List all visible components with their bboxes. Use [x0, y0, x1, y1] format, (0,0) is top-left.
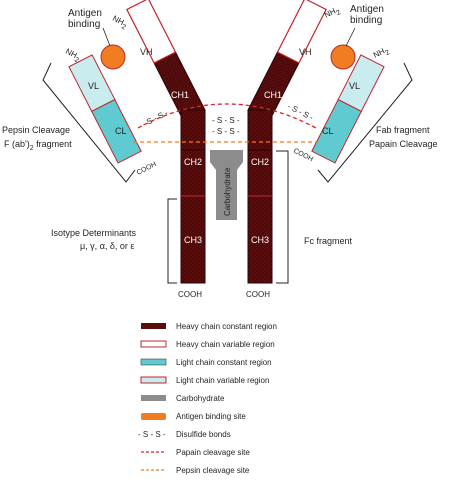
right-vh-region	[276, 0, 327, 64]
legend-label: Light chain constant region	[176, 358, 272, 367]
isotype-label-line1: Isotype Determinants	[51, 228, 137, 238]
left-ch2-label: CH2	[184, 157, 202, 167]
nh2-label: NH2	[323, 5, 342, 23]
fab-label-line1: Fab fragment	[376, 125, 430, 135]
legend-swatch-light-variable	[140, 376, 167, 384]
left-antigen-pointer	[102, 27, 111, 47]
legend-label: Pepsin cleavage site	[176, 466, 250, 475]
left-antigen-label-line2: binding	[68, 19, 100, 30]
isotype-label-line2: μ, γ, α, δ, or ε	[80, 241, 134, 251]
hinge-disulfide-bond-upper: - S - S -	[212, 116, 240, 125]
legend-swatch-light-constant	[140, 358, 167, 366]
right-antigen-label-line2: binding	[350, 15, 382, 26]
right-antigen-label-line1: Antigen	[350, 4, 384, 15]
fc-label: Fc fragment	[304, 236, 353, 246]
right-antigen-pointer	[345, 27, 356, 47]
right-vh-label: VH	[299, 47, 312, 57]
nh2-label: NH2	[110, 14, 129, 32]
left-cl-label: CL	[115, 126, 127, 136]
left-disulfide-bond: - S - S -	[141, 108, 170, 129]
right-ch1-label: CH1	[264, 90, 282, 100]
left-ch1-label: CH1	[171, 90, 189, 100]
right-ch2-label: CH2	[251, 157, 269, 167]
left-stem-cooh: COOH	[178, 290, 202, 299]
legend-swatch-carbohydrate	[141, 395, 166, 401]
legend-label: Heavy chain constant region	[176, 322, 277, 331]
left-hinge	[180, 109, 206, 151]
left-antigen-label-line1: Antigen	[68, 8, 102, 19]
pepsin-label-line1: Pepsin Cleavage	[2, 125, 70, 135]
right-disulfide-bond: - S - S -	[286, 102, 315, 123]
right-stem-cooh: COOH	[246, 290, 270, 299]
left-light-cooh: COOH	[136, 161, 158, 177]
legend-swatch-heavy-variable	[140, 340, 167, 348]
pepsin-label-line2: F (ab')2 fragment	[4, 139, 72, 152]
legend-label: Light chain variable region	[176, 376, 269, 385]
left-vl-label: VL	[88, 81, 99, 91]
papain-cleavage-line	[137, 103, 317, 129]
carbohydrate-block	[210, 150, 243, 220]
hinge-disulfide-bond-lower: - S - S -	[212, 127, 240, 136]
right-antigen-icon	[330, 44, 356, 70]
fab-fragment-bracket	[317, 62, 413, 183]
pepsin-fragment-bracket	[42, 62, 136, 183]
right-ch3-label: CH3	[251, 235, 269, 245]
legend-label: Carbohydrate	[176, 394, 225, 403]
legend-label: Papain cleavage site	[176, 448, 250, 457]
left-vl-region	[68, 54, 116, 112]
legend: Heavy chain constant region Heavy chain …	[138, 322, 277, 475]
legend-swatch-antigen	[141, 413, 166, 420]
isotype-bracket	[167, 198, 177, 284]
legend-label: Disulfide bonds	[176, 430, 231, 439]
nh2-label: NH2	[372, 45, 391, 63]
fab-label-line2: Papain Cleavage	[369, 139, 438, 149]
left-heavy-constant-stem	[180, 149, 206, 284]
legend-disulfide-symbol: - S - S -	[138, 430, 166, 439]
legend-label: Antigen binding site	[176, 412, 246, 421]
carbohydrate-label: Carbohydrate	[223, 167, 232, 216]
right-cl-label: CL	[322, 126, 334, 136]
left-antigen-icon	[100, 44, 126, 70]
fc-bracket	[276, 150, 289, 284]
right-vl-region	[337, 54, 385, 112]
legend-label: Heavy chain variable region	[176, 340, 275, 349]
right-light-cooh: COOH	[292, 148, 314, 164]
left-ch3-label: CH3	[184, 235, 202, 245]
right-heavy-constant-stem	[247, 149, 273, 284]
legend-swatch-heavy-constant	[141, 323, 166, 329]
right-hinge	[247, 109, 273, 151]
right-cl-region	[311, 98, 363, 164]
right-vl-label: VL	[349, 81, 360, 91]
left-vh-label: VH	[140, 47, 153, 57]
left-vh-region	[126, 0, 177, 64]
